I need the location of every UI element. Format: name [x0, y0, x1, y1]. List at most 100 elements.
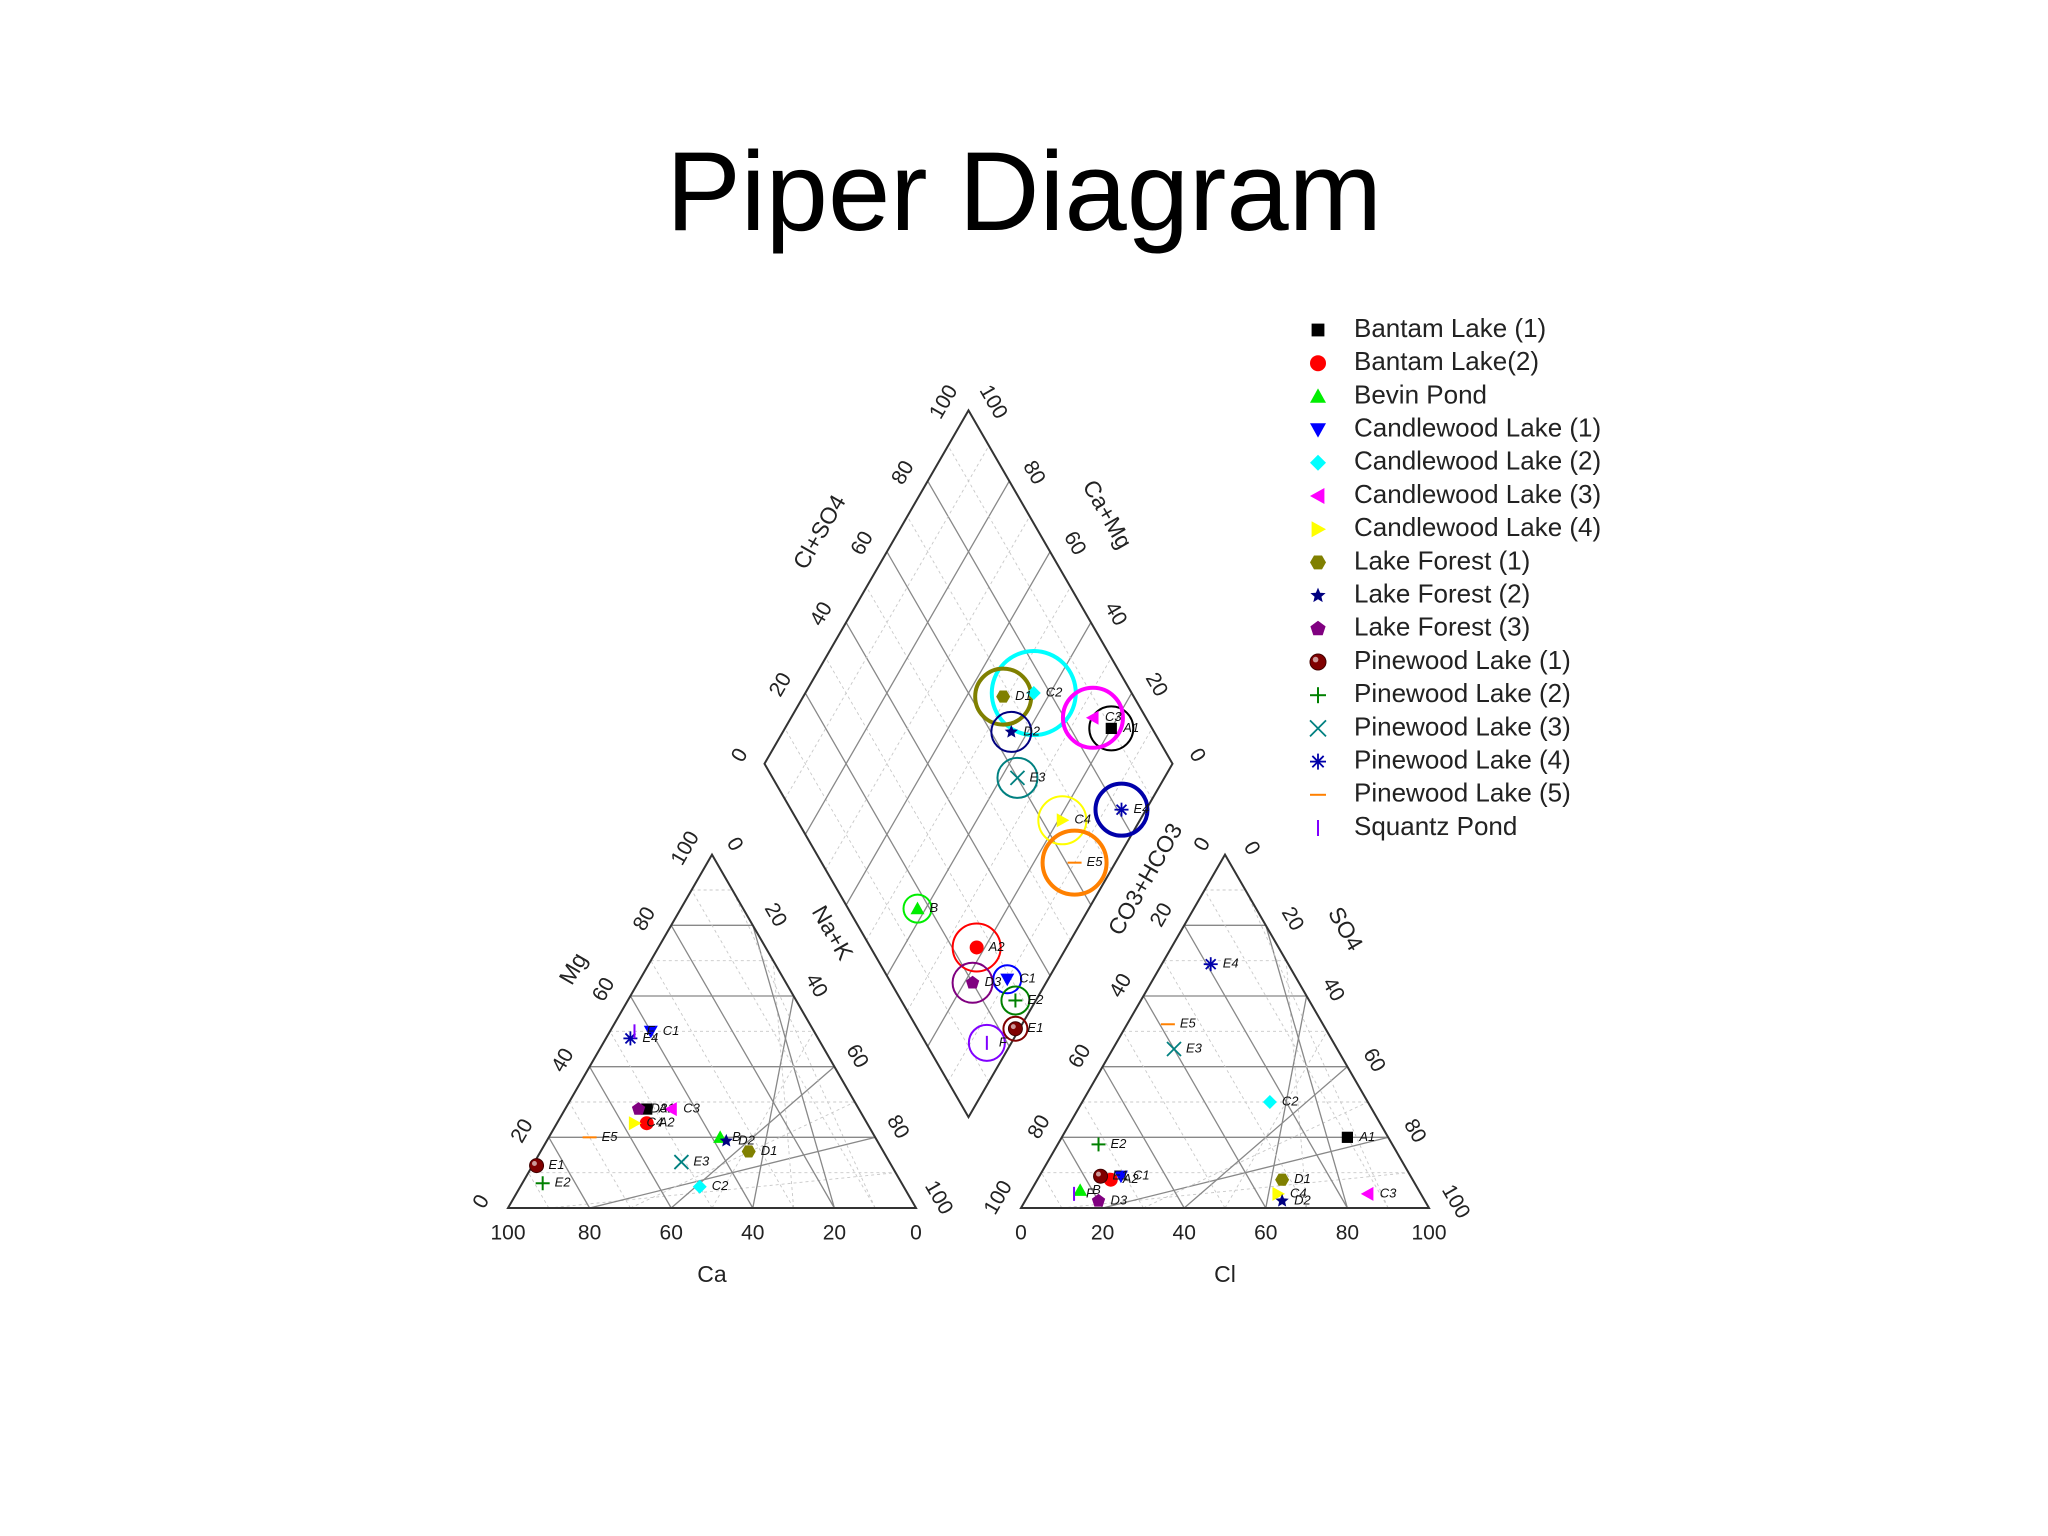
cation-grid-line — [548, 1137, 591, 1209]
marker-shape — [1004, 724, 1018, 738]
anion-point-label: D1 — [1294, 1171, 1311, 1186]
anion-grid-line — [1122, 1031, 1226, 1209]
diamond-upper-right-tick: 60 — [1059, 527, 1091, 559]
diamond-upper-left-tick: 20 — [765, 669, 797, 701]
cation-right-tick: 100 — [920, 1177, 957, 1219]
cation-right-tick: 60 — [841, 1040, 873, 1072]
anion-bottom-tick: 0 — [1015, 1222, 1027, 1245]
marker-shape — [1310, 355, 1326, 372]
diamond-grid-line — [927, 692, 1133, 1047]
diamond-upper-right-tick: 40 — [1100, 598, 1132, 630]
diamond-point — [1026, 686, 1041, 701]
marker-shape — [965, 975, 980, 989]
legend-label: Lake Forest (1) — [1354, 545, 1530, 575]
diamond-upper-right-tick: 0 — [1184, 744, 1210, 766]
anion-point-label: C4 — [1290, 1185, 1307, 1200]
cation-right-tick: 20 — [760, 899, 792, 931]
cation-right-tick: 40 — [801, 970, 833, 1002]
legend-marker — [1310, 454, 1326, 471]
diamond-point-label: C3 — [1105, 709, 1122, 724]
diamond-upper-left-tick: 60 — [846, 527, 878, 559]
marker-shape — [1310, 454, 1326, 471]
legend-label: Candlewood Lake (4) — [1354, 512, 1601, 542]
diamond-grid-line — [784, 728, 990, 1082]
anion-point — [1091, 1137, 1106, 1152]
anion-bottom-tick: 100 — [1411, 1222, 1446, 1245]
cation-point — [641, 1103, 653, 1115]
marker-shape — [631, 1102, 646, 1115]
anion-point — [1166, 1041, 1182, 1057]
diamond-point-label: E3 — [1029, 769, 1046, 784]
anion-grid-line — [1285, 960, 1308, 1209]
cation-grid-line — [609, 1031, 713, 1209]
anion-grid-line — [1183, 925, 1348, 1209]
anion-point — [1341, 1131, 1353, 1143]
diamond-frame — [763, 408, 1174, 1120]
diamond-point-label: F — [999, 1034, 1008, 1049]
diamond-point — [1004, 724, 1018, 738]
marker-shape — [529, 1158, 545, 1174]
marker-shape — [1272, 1186, 1286, 1201]
cation-bottom-tick: 0 — [910, 1222, 922, 1245]
legend-label: Candlewood Lake (2) — [1354, 446, 1601, 476]
diamond-upper-left-tick: 100 — [925, 381, 962, 423]
cation-point-label: D2 — [738, 1132, 755, 1147]
diamond-size-circle — [996, 756, 1039, 799]
marker-shape — [1310, 555, 1326, 570]
legend-marker — [1310, 423, 1326, 438]
legend-marker — [1310, 687, 1326, 704]
cation-grid-line — [731, 889, 876, 1209]
cation-point-label: E3 — [693, 1154, 710, 1169]
cation-grid-line — [528, 1172, 550, 1209]
diamond-grid-line — [845, 551, 1051, 906]
marker-shape — [628, 1116, 642, 1131]
diamond-point — [965, 975, 980, 989]
legend-marker — [1309, 719, 1327, 738]
anion-grid-line — [1183, 1066, 1348, 1209]
cation-left-tick: 40 — [547, 1044, 579, 1076]
legend-marker — [1309, 653, 1327, 671]
anion-point — [1203, 957, 1218, 972]
tick-labels: 1000001000010080202020802020806040404060… — [468, 381, 1474, 1245]
marker-shape — [1085, 710, 1099, 725]
anion-left-tick: 0 — [1189, 833, 1215, 855]
marker-shape — [1311, 755, 1325, 768]
anion-grid-line — [1142, 995, 1267, 1209]
legend-label: Pinewood Lake (1) — [1354, 645, 1571, 675]
marker-shape — [1105, 722, 1117, 734]
diamond-size-circle — [990, 710, 1033, 753]
anion-point-label: E3 — [1186, 1040, 1203, 1055]
diamond-size-circle — [1000, 985, 1031, 1016]
marker-shape — [1275, 1173, 1290, 1186]
marker-shape — [1360, 1186, 1374, 1201]
anion-grid-line — [1081, 1101, 1144, 1209]
diamond-grid-line — [784, 445, 990, 800]
anion-left-tick: 40 — [1105, 970, 1137, 1002]
marker-shape — [1073, 1183, 1088, 1196]
cation-point — [673, 1154, 690, 1170]
cation-point — [529, 1158, 545, 1174]
diamond-grid-line — [804, 480, 1010, 835]
diamond-grid-line — [886, 551, 1092, 906]
marker-shape — [1310, 488, 1325, 504]
cation-point — [639, 1116, 654, 1131]
cation-left-label: Mg — [554, 948, 592, 989]
marker-shape — [1205, 958, 1217, 970]
cation-left-tick: 60 — [588, 974, 620, 1006]
anion-point-label: E5 — [1180, 1016, 1197, 1031]
anion-left-tick: 20 — [1146, 899, 1178, 931]
cation-bottom-tick: 20 — [823, 1222, 846, 1245]
diamond-point-label: B — [930, 900, 939, 915]
slide-title: Piper Diagram — [666, 129, 1382, 254]
cation-point — [628, 1116, 642, 1131]
anion-point — [1093, 1168, 1109, 1184]
cation-point-label: C1 — [663, 1023, 680, 1038]
anion-right-tick: 60 — [1358, 1044, 1390, 1076]
legend-label: Candlewood Lake (1) — [1354, 412, 1601, 442]
diamond-point-label: E4 — [1134, 801, 1150, 816]
triangle-frames — [506, 408, 1431, 1209]
anion-point — [1073, 1183, 1088, 1196]
anion-grid-line — [1102, 1066, 1185, 1209]
diamond-point — [1007, 1021, 1023, 1037]
cation-point-label: C4 — [646, 1115, 663, 1130]
